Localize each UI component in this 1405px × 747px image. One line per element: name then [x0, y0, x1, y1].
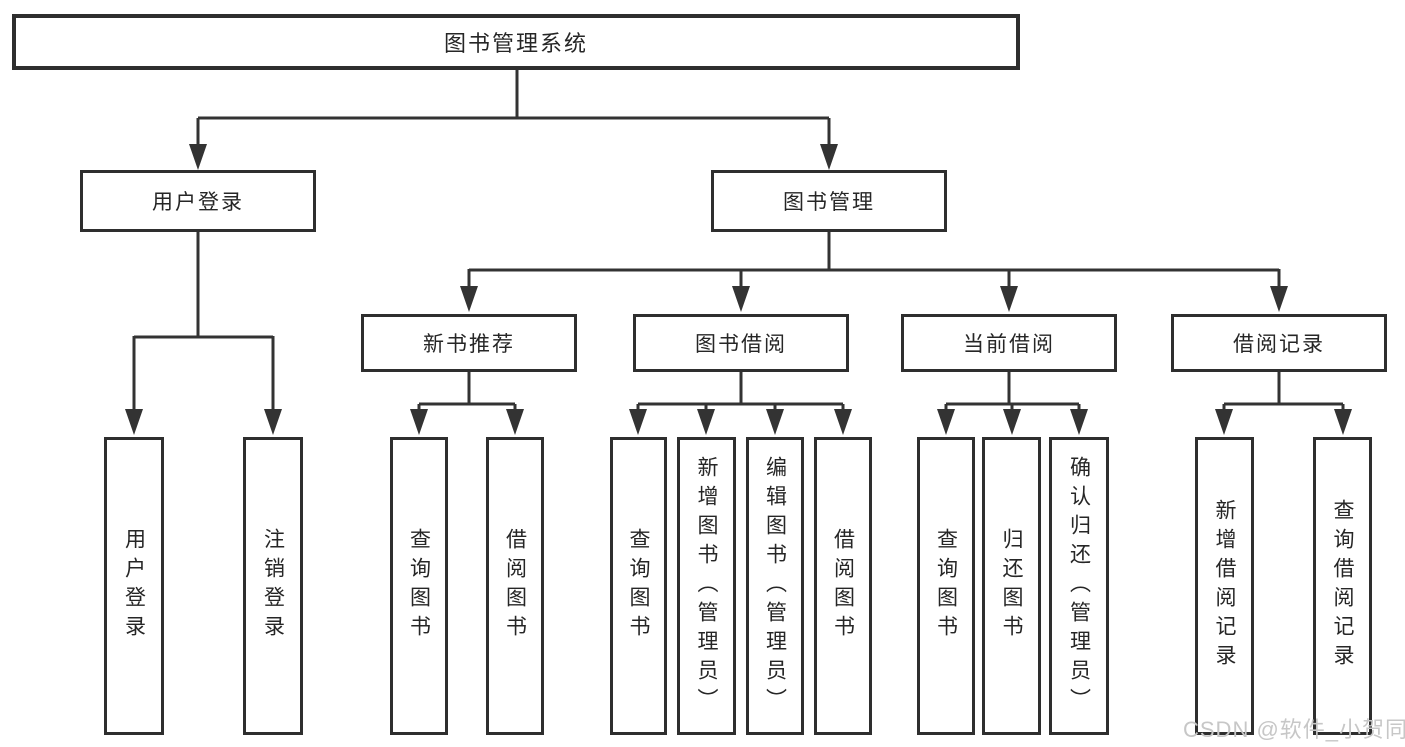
node-new-book-recommend: 新书推荐 [361, 314, 577, 372]
node-current-borrowing-label: 当前借阅 [963, 333, 1055, 356]
leaf-borrow-books-recommend: 借阅图书 [486, 437, 544, 735]
connector-paths [132, 70, 1345, 412]
node-current-borrowing: 当前借阅 [901, 314, 1117, 372]
leaf-edit-book-admin: 编辑图书（管理员） [746, 437, 804, 735]
leaf-query-books-recommend-label: 查询图书 [407, 528, 431, 644]
leaf-query-books-current-label: 查询图书 [934, 528, 958, 644]
node-borrowing-records-label: 借阅记录 [1233, 333, 1325, 356]
arrowheads [125, 144, 1352, 435]
leaf-borrow-books: 借阅图书 [814, 437, 872, 735]
leaf-query-books-borrowing-label: 查询图书 [627, 528, 650, 644]
leaf-confirm-return-admin-label: 确认归还（管理员） [1067, 455, 1091, 717]
leaf-user-login: 用户登录 [104, 437, 164, 735]
leaf-logout: 注销登录 [243, 437, 303, 735]
node-book-borrowing: 图书借阅 [633, 314, 849, 372]
leaf-query-books-borrowing: 查询图书 [610, 437, 667, 735]
leaf-query-books-current: 查询图书 [917, 437, 975, 735]
node-library-system: 图书管理系统 [12, 14, 1020, 70]
leaf-return-book: 归还图书 [982, 437, 1041, 735]
node-new-book-recommend-label: 新书推荐 [423, 333, 515, 356]
leaf-borrow-books-recommend-label: 借阅图书 [503, 528, 527, 644]
leaf-confirm-return-admin: 确认归还（管理员） [1049, 437, 1109, 735]
leaf-add-borrow-record-label: 新增借阅记录 [1213, 499, 1236, 673]
node-library-system-label: 图书管理系统 [443, 31, 588, 56]
leaf-logout-label: 注销登录 [261, 528, 285, 644]
leaf-add-book-admin-label: 新增图书（管理员） [695, 455, 718, 717]
node-user-login: 用户登录 [80, 170, 316, 232]
leaf-query-books-recommend: 查询图书 [390, 437, 448, 735]
leaf-user-login-label: 用户登录 [122, 528, 146, 644]
node-user-login-label: 用户登录 [152, 191, 244, 214]
leaf-return-book-label: 归还图书 [1000, 528, 1023, 644]
node-borrowing-records: 借阅记录 [1171, 314, 1387, 372]
leaf-add-book-admin: 新增图书（管理员） [677, 437, 736, 735]
leaf-add-borrow-record: 新增借阅记录 [1195, 437, 1254, 735]
node-book-borrowing-label: 图书借阅 [695, 333, 787, 356]
leaf-edit-book-admin-label: 编辑图书（管理员） [763, 455, 787, 717]
leaf-query-borrow-record-label: 查询借阅记录 [1331, 499, 1354, 673]
node-book-management-label: 图书管理 [783, 191, 875, 214]
leaf-borrow-books-label: 借阅图书 [831, 528, 855, 644]
leaf-query-borrow-record: 查询借阅记录 [1313, 437, 1372, 735]
node-book-management: 图书管理 [711, 170, 947, 232]
